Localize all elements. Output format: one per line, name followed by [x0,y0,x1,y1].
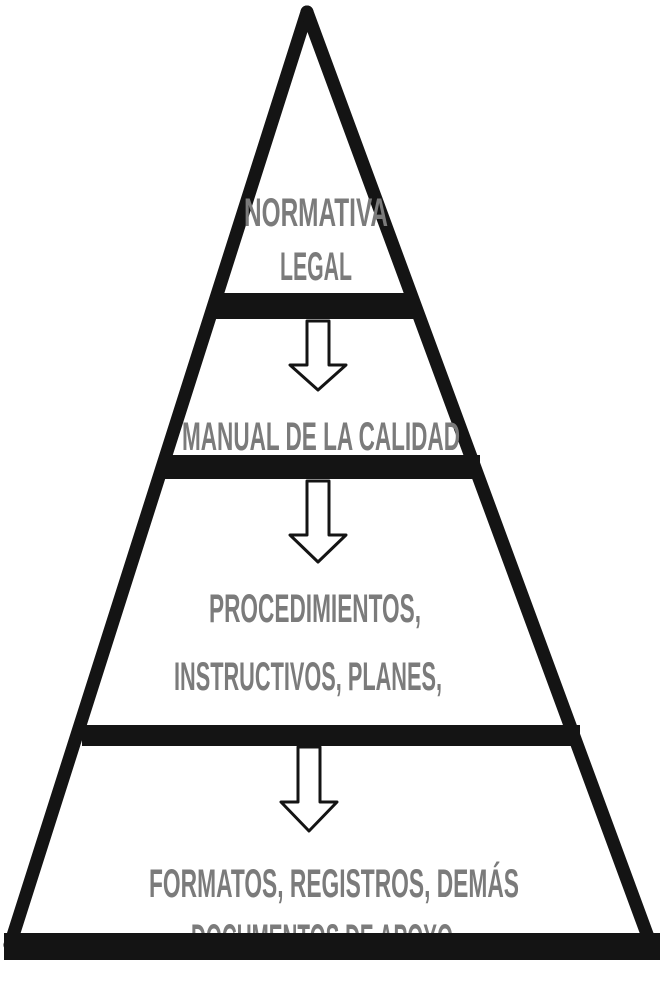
level-2-line-1: MANUAL DE LA CALIDAD [182,415,460,459]
arrow-down-icon [279,745,339,833]
level-1-line-1: NORMATIVA [244,191,388,235]
level-3-line-1: PROCEDIMIENTOS, [209,587,421,631]
pyramid-left-edge [3,5,314,952]
divider-band-1 [214,293,414,319]
pyramid-base [4,933,660,960]
level-3-line-2: INSTRUCTIVOS, PLANES, [174,655,442,699]
arrow-down-icon [288,479,348,564]
divider-band-2 [160,455,480,479]
divider-band-3 [82,725,580,746]
level-1-line-2: LEGAL [280,245,352,289]
arrow-down-icon [288,319,348,392]
level-4-line-2: DOCUMENTOS DE APOYO [191,917,453,961]
level-4-line-1: FORMATOS, REGISTROS, DEMÁS [149,861,519,906]
